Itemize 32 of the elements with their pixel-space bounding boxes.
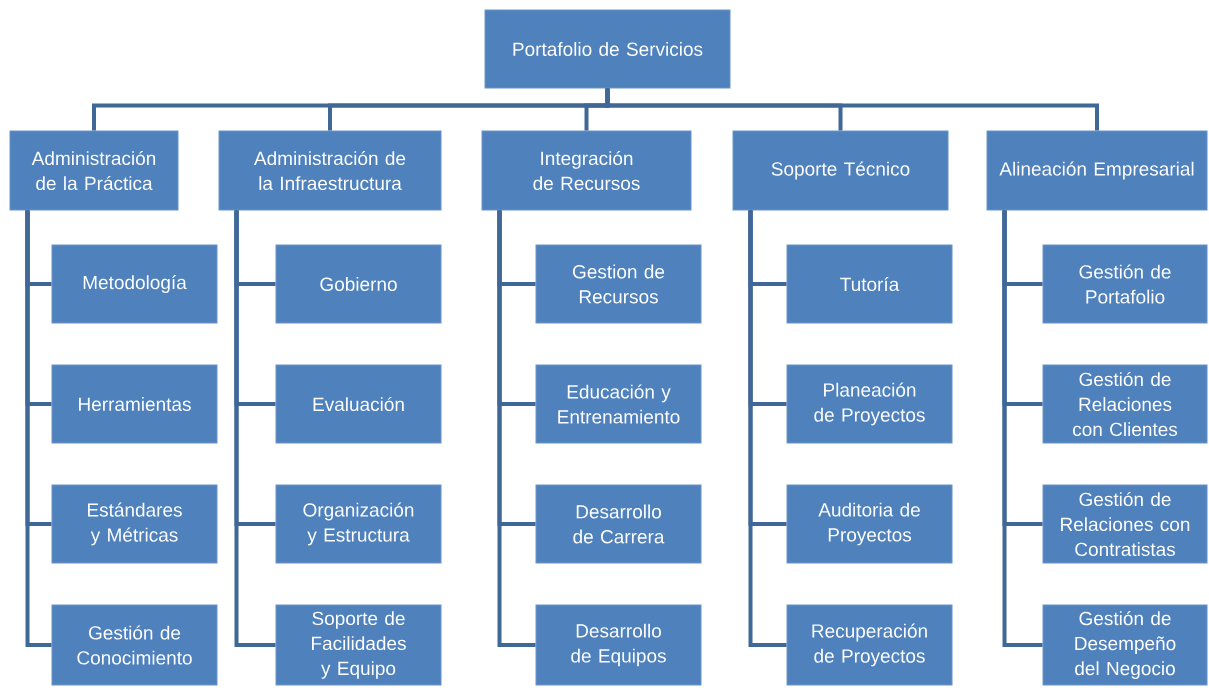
item-box: Tutoría [786,244,953,324]
item-box: Herramientas [51,364,218,444]
category-box: Soporte Técnico [732,130,949,211]
category-box: Alineación Empresarial [986,130,1208,211]
item-box: Gestión de Conocimiento [51,604,218,686]
item-box: Desarrollo de Equipos [535,604,702,686]
item-box: Gestión de Desempeño del Negocio [1042,604,1208,686]
item-box: Auditoria de Proyectos [786,484,953,564]
item-box: Educación y Entrenamiento [535,364,702,444]
connector-line [497,210,536,647]
connector-line [748,210,787,647]
item-box: Gestion de Recursos [535,244,702,324]
item-box: Evaluación [275,364,442,444]
item-box: Soporte de Facilidades y Equipo [275,604,442,686]
connector-line [605,88,1099,131]
item-box: Recuperación de Proyectos [786,604,953,686]
connector-line [1002,210,1043,647]
category-box: Integración de Recursos [481,130,692,211]
item-box: Gobierno [275,244,442,324]
category-box: Administración de la Práctica [9,130,179,211]
item-box: Desarrollo de Carrera [535,484,702,564]
item-box: Gestión de Portafolio [1042,244,1208,324]
root-box: Portafolio de Servicios [484,9,731,89]
item-box: Gestión de Relaciones con Clientes [1042,364,1208,444]
item-box: Estándares y Métricas [51,484,218,564]
item-box: Gestión de Relaciones con Contratistas [1042,484,1208,564]
item-box: Planeación de Proyectos [786,364,953,444]
category-box: Administración de la Infraestructura [218,130,442,211]
item-box: Organización y Estructura [275,484,442,564]
item-box: Metodología [51,244,218,324]
connector-line [25,210,52,647]
connector-line [234,210,276,647]
